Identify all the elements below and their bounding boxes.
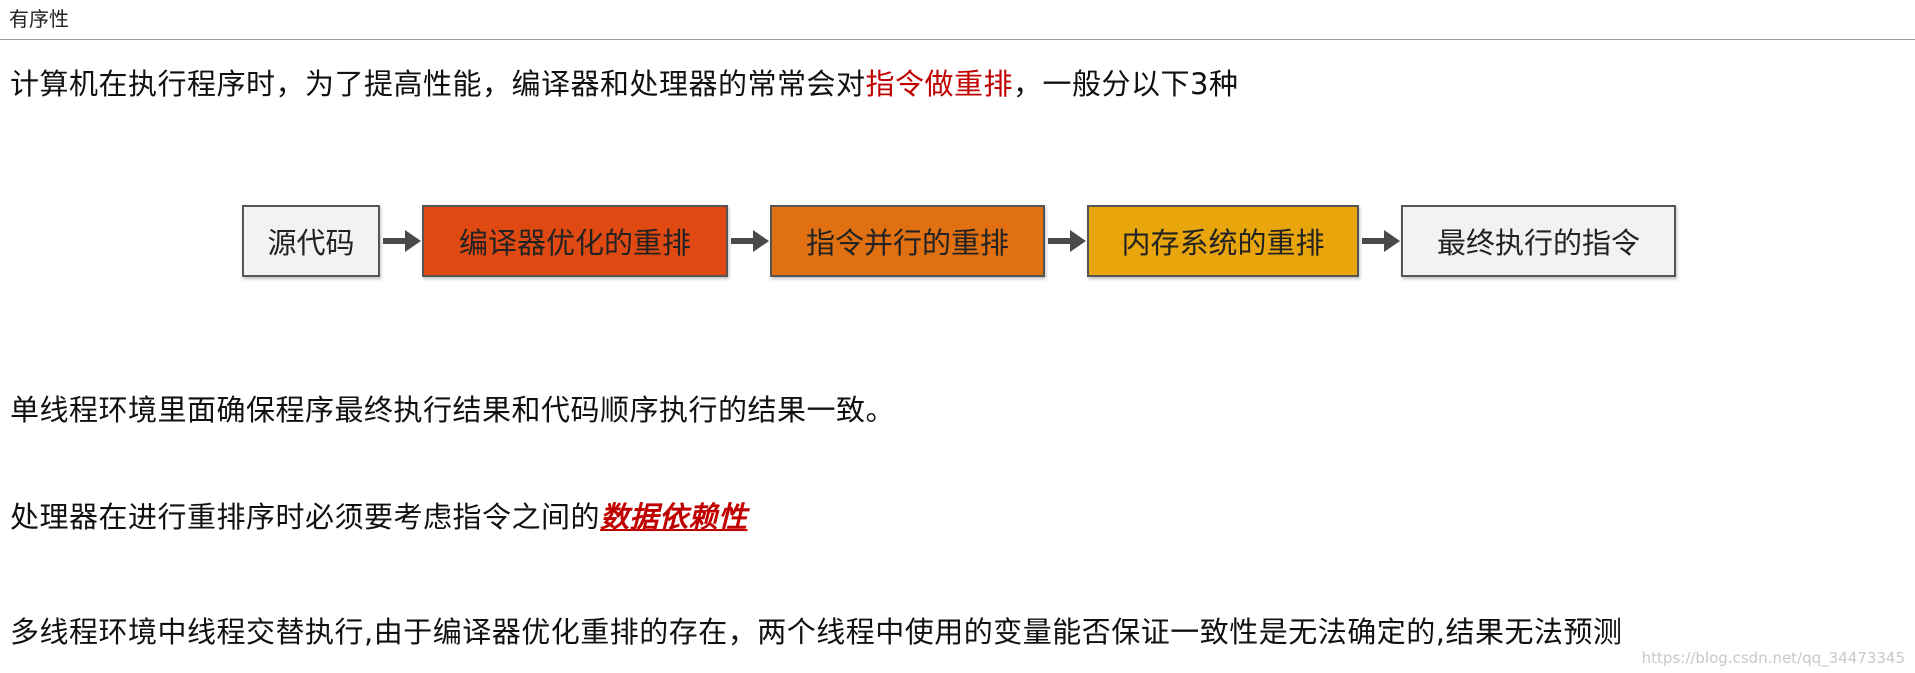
section-header: 有序性 xyxy=(0,0,1915,40)
flow-step-final-instructions: 最终执行的指令 xyxy=(1401,205,1676,277)
processor-text: 处理器在进行重排序时必须要考虑指令之间的 xyxy=(10,500,601,534)
flow-step-memory-system-reorder: 内存系统的重排 xyxy=(1087,205,1359,277)
intro-paragraph: 计算机在执行程序时，为了提高性能，编译器和处理器的常常会对指令做重排，一般分以下… xyxy=(10,64,1238,104)
flow-step-compiler-reorder: 编译器优化的重排 xyxy=(422,205,728,277)
flow-arrow-icon xyxy=(1359,205,1401,277)
flow-step-source-code: 源代码 xyxy=(242,205,380,277)
intro-highlight: 指令做重排 xyxy=(865,67,1014,101)
watermark-text: https://blog.csdn.net/qq_34473345 xyxy=(1641,649,1905,667)
flow-arrow-icon xyxy=(728,205,770,277)
intro-text-end: ，一般分以下3种 xyxy=(1013,67,1239,101)
flow-arrow-icon xyxy=(1045,205,1087,277)
multi-thread-paragraph: 多线程环境中线程交替执行,由于编译器优化重排的存在，两个线程中使用的变量能否保证… xyxy=(10,615,1623,649)
reorder-flow-diagram: 源代码 编译器优化的重排 指令并行的重排 内存系统的重排 最终执行的指令 xyxy=(242,205,1676,277)
flow-arrow-icon xyxy=(380,205,422,277)
flow-step-instruction-parallel-reorder: 指令并行的重排 xyxy=(770,205,1045,277)
data-dependency-link[interactable]: 数据依赖性 xyxy=(600,500,748,534)
processor-paragraph: 处理器在进行重排序时必须要考虑指令之间的数据依赖性 xyxy=(10,497,748,537)
single-thread-paragraph: 单线程环境里面确保程序最终执行结果和代码顺序执行的结果一致。 xyxy=(10,393,896,427)
section-title: 有序性 xyxy=(9,7,69,31)
intro-text: 计算机在执行程序时，为了提高性能，编译器和处理器的常常会对 xyxy=(10,67,866,101)
